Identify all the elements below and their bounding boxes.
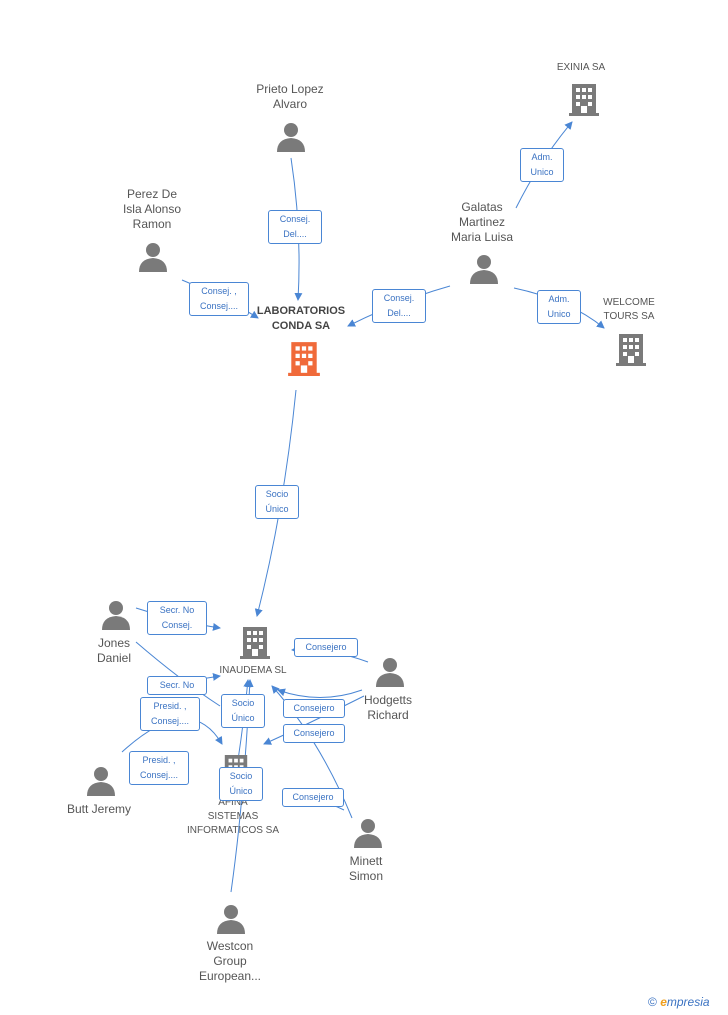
- edge-line: [271, 685, 353, 819]
- edge-label-adm-unico[interactable]: Adm. Unico: [520, 148, 564, 182]
- node-label-welcome[interactable]: WELCOME TOURS SA: [603, 297, 655, 322]
- node-label-butt[interactable]: Butt Jeremy: [66, 802, 132, 816]
- person-icon: [139, 242, 167, 277]
- edge-label-consej-consej[interactable]: Consej. , Consej....: [189, 282, 249, 316]
- edge-label-consejero[interactable]: Consejero: [294, 638, 358, 657]
- person-icon: [277, 122, 305, 157]
- edge-line: [263, 695, 365, 745]
- node-label-hodgetts[interactable]: Hodgetts Richard: [363, 693, 413, 722]
- edge-label-secr-no-consej[interactable]: Secr. No Consej.: [147, 601, 207, 635]
- building-icon: [240, 625, 270, 664]
- brand-name: mpresia: [666, 995, 710, 1009]
- person-icon: [354, 818, 382, 853]
- person-icon: [102, 600, 130, 635]
- person-icon: [217, 904, 245, 939]
- edge-label-consejero[interactable]: Consejero: [283, 724, 345, 743]
- edge-label-consejero[interactable]: Consejero: [282, 788, 344, 807]
- node-label-perez[interactable]: Perez De Isla Alonso Ramon: [122, 187, 182, 231]
- person-icon: [87, 766, 115, 801]
- edge-label-presid-consej[interactable]: Presid. , Consej....: [129, 751, 189, 785]
- edge-label-socio-unico[interactable]: Socio Único: [219, 767, 263, 801]
- node-label-westcon[interactable]: Westcon Group European...: [198, 939, 262, 983]
- node-label-minett[interactable]: Minett Simon: [348, 854, 383, 883]
- main-building-icon: [288, 340, 320, 381]
- node-label-jones[interactable]: Jones Daniel: [96, 636, 132, 665]
- person-icon: [376, 657, 404, 692]
- node-label-prieto[interactable]: Prieto Lopez Alvaro: [256, 82, 324, 111]
- edge-label-socio-unico[interactable]: Socio Único: [221, 694, 265, 728]
- node-label-galatas[interactable]: Galatas Martinez Maria Luisa: [450, 200, 514, 244]
- copyright-icon: ©: [648, 995, 657, 1009]
- node-label-afina[interactable]: AFINA SISTEMAS INFORMATICOS SA: [186, 797, 280, 836]
- node-label-inaudema[interactable]: INAUDEMA SL: [219, 665, 287, 676]
- edge-label-consejero[interactable]: Consejero: [283, 699, 345, 718]
- node-label-laboratorios[interactable]: LABORATORIOS CONDA SA: [256, 305, 346, 332]
- edge-label-consej-del[interactable]: Consej. Del....: [268, 210, 322, 244]
- node-label-exinia[interactable]: EXINIA SA: [556, 62, 606, 73]
- brand-logo: © empresia: [648, 995, 710, 1009]
- building-icon: [569, 82, 599, 121]
- edge-label-adm-unico[interactable]: Adm. Unico: [537, 290, 581, 324]
- brand-e: e: [660, 995, 667, 1009]
- edge-label-consej-del[interactable]: Consej. Del....: [372, 289, 426, 323]
- edge-line: [277, 688, 363, 698]
- edge-label-presid-consej[interactable]: Presid. , Consej....: [140, 697, 200, 731]
- building-icon: [616, 332, 646, 371]
- edge-label-secr-no[interactable]: Secr. No: [147, 676, 207, 695]
- person-icon: [470, 254, 498, 289]
- edge-label-socio-unico[interactable]: Socio Único: [255, 485, 299, 519]
